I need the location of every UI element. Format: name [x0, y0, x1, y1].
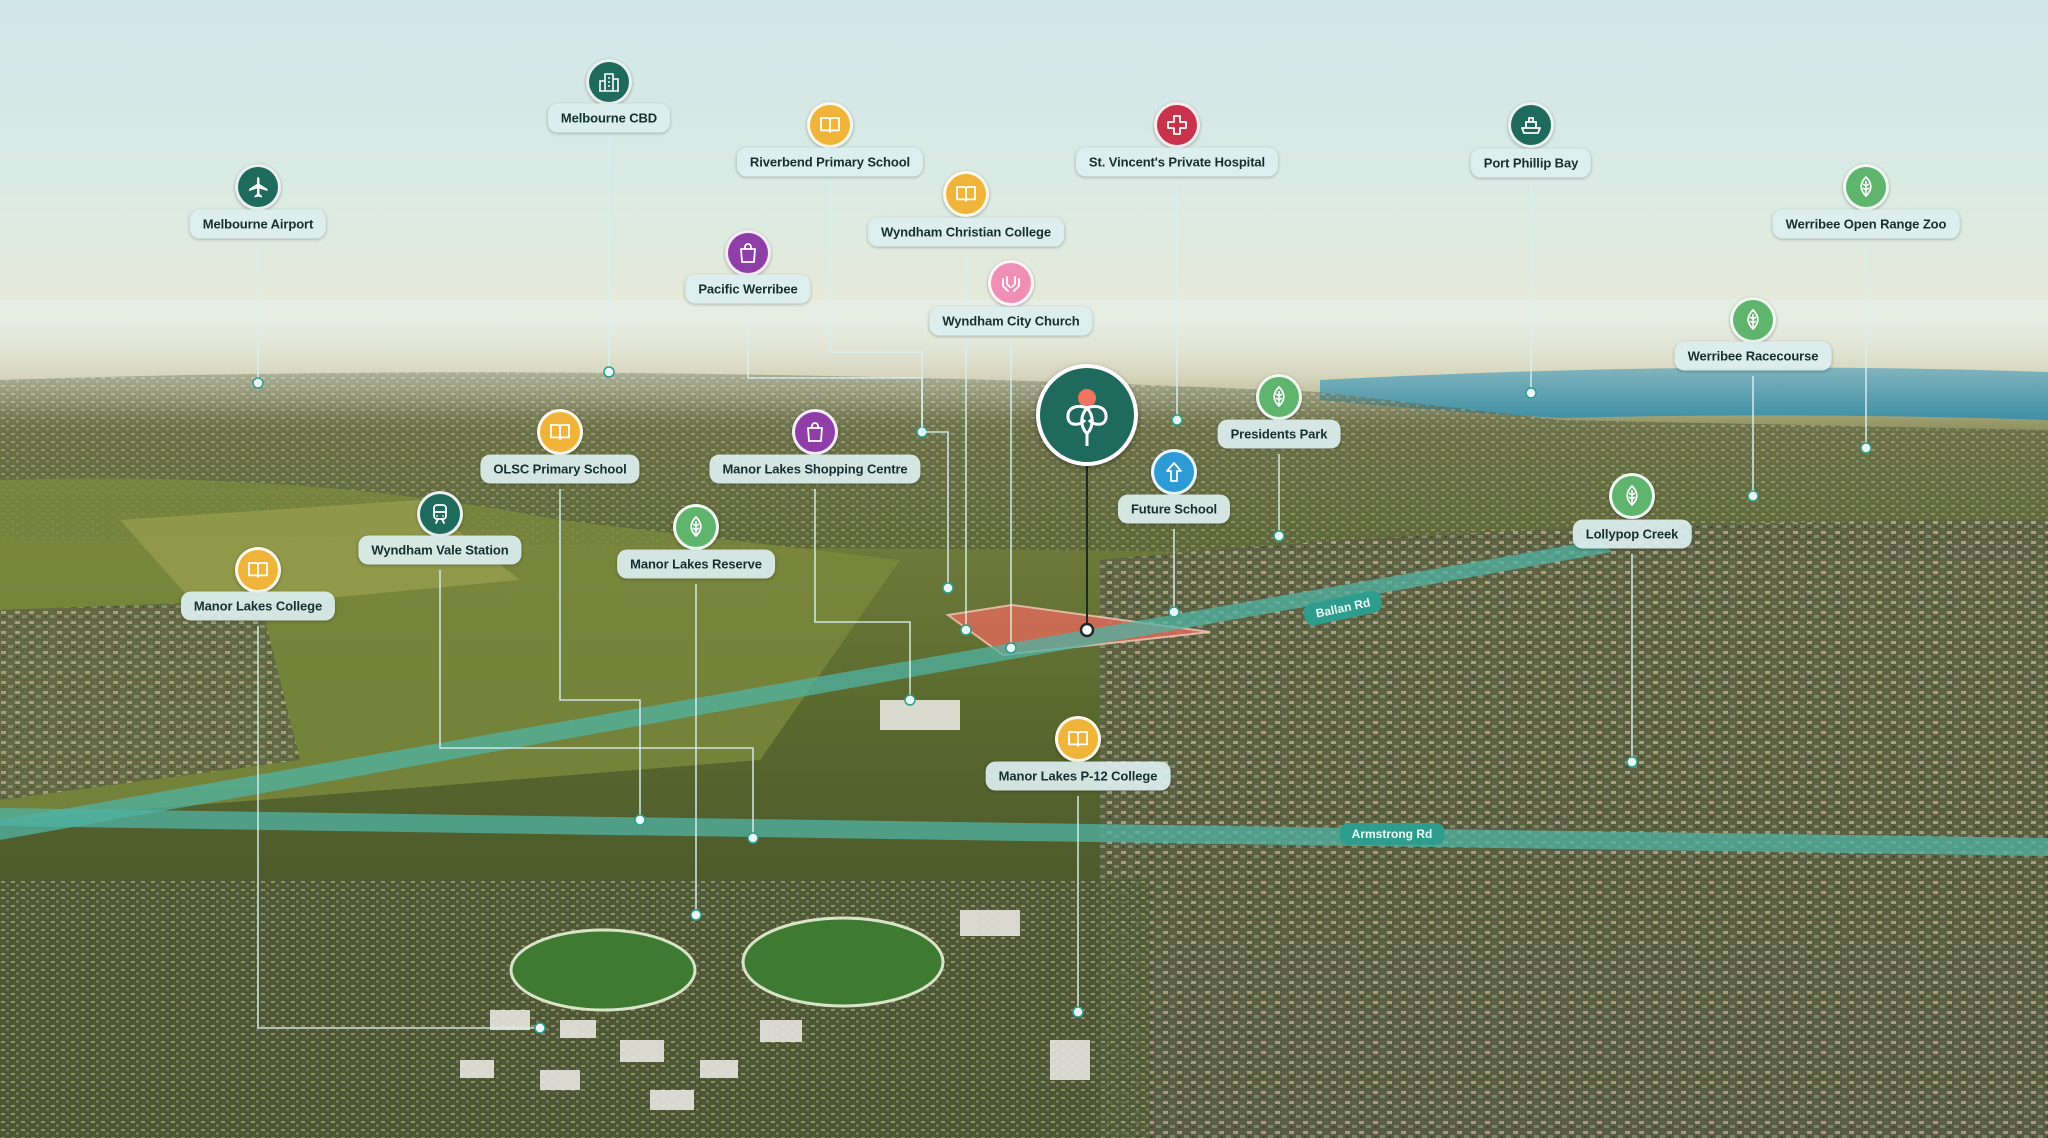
wyndham-christian-location-dot[interactable]	[960, 624, 972, 636]
manor-lakes-shopping-location-dot[interactable]	[904, 694, 916, 706]
lollypop-creek-location-dot[interactable]	[1626, 756, 1638, 768]
manor-lakes-reserve-location-dot[interactable]	[690, 909, 702, 921]
book-icon[interactable]	[537, 409, 583, 455]
manor-lakes-p12-location-dot[interactable]	[1072, 1006, 1084, 1018]
train-icon[interactable]	[417, 491, 463, 537]
presidents-park-location-dot[interactable]	[1273, 530, 1285, 542]
werribee-racecourse-label[interactable]: Werribee Racecourse	[1674, 341, 1832, 371]
melbourne-airport-location-dot[interactable]	[252, 377, 264, 389]
manor-lakes-shopping-label[interactable]: Manor Lakes Shopping Centre	[709, 454, 921, 484]
lollypop-creek-label[interactable]: Lollypop Creek	[1572, 519, 1692, 549]
olsc-primary-connector-line	[559, 489, 641, 820]
olsc-primary-label[interactable]: OLSC Primary School	[480, 454, 640, 484]
development-site-logo-icon[interactable]	[1036, 364, 1138, 466]
presidents-park-label[interactable]: Presidents Park	[1217, 419, 1341, 449]
manor-lakes-college-location-dot[interactable]	[534, 1022, 546, 1034]
manor-lakes-shopping-connector-line	[814, 489, 911, 700]
leaf-icon[interactable]	[1609, 473, 1655, 519]
manor-lakes-college-connector-line	[257, 626, 540, 1029]
future-school-label[interactable]: Future School	[1117, 494, 1231, 524]
future-school-location-dot[interactable]	[1168, 606, 1180, 618]
leaf-icon[interactable]	[673, 504, 719, 550]
pacific-werribee-location-dot[interactable]	[942, 582, 954, 594]
shopping-bag-icon[interactable]	[792, 409, 838, 455]
riverbend-primary-label[interactable]: Riverbend Primary School	[736, 147, 924, 177]
book-icon[interactable]	[235, 547, 281, 593]
site-pin-dot[interactable]	[1079, 622, 1095, 638]
airplane-icon[interactable]	[235, 164, 281, 210]
werribee-zoo-location-dot[interactable]	[1860, 442, 1872, 454]
melbourne-cbd-label[interactable]: Melbourne CBD	[547, 103, 671, 133]
werribee-racecourse-location-dot[interactable]	[1747, 490, 1759, 502]
medical-cross-icon[interactable]	[1154, 102, 1200, 148]
wyndham-city-church-label[interactable]: Wyndham City Church	[929, 306, 1093, 336]
city-buildings-icon[interactable]	[586, 59, 632, 105]
st-vincents-location-dot[interactable]	[1171, 414, 1183, 426]
manor-lakes-p12-label[interactable]: Manor Lakes P-12 College	[985, 761, 1171, 791]
wyndham-vale-station-label[interactable]: Wyndham Vale Station	[358, 535, 522, 565]
shopping-bag-icon[interactable]	[725, 230, 771, 276]
armstrong-rd-road-label: Armstrong Rd	[1339, 823, 1445, 845]
manor-lakes-reserve-label[interactable]: Manor Lakes Reserve	[617, 549, 775, 579]
wyndham-vale-station-location-dot[interactable]	[747, 832, 759, 844]
leaf-icon[interactable]	[1256, 374, 1302, 420]
leaf-icon[interactable]	[1730, 297, 1776, 343]
pacific-werribee-connector-line	[747, 309, 949, 588]
ship-icon[interactable]	[1508, 102, 1554, 148]
book-icon[interactable]	[943, 171, 989, 217]
port-phillip-bay-location-dot[interactable]	[1525, 387, 1537, 399]
wyndham-city-church-location-dot[interactable]	[1005, 642, 1017, 654]
st-vincents-label[interactable]: St. Vincent's Private Hospital	[1075, 147, 1279, 177]
olsc-primary-location-dot[interactable]	[634, 814, 646, 826]
wyndham-christian-label[interactable]: Wyndham Christian College	[868, 217, 1064, 247]
leaf-icon[interactable]	[1843, 164, 1889, 210]
port-phillip-bay-label[interactable]: Port Phillip Bay	[1470, 148, 1592, 178]
arrow-up-icon[interactable]	[1151, 449, 1197, 495]
book-icon[interactable]	[807, 102, 853, 148]
pacific-werribee-label[interactable]: Pacific Werribee	[685, 274, 811, 304]
hands-icon[interactable]	[988, 260, 1034, 306]
melbourne-cbd-location-dot[interactable]	[603, 366, 615, 378]
werribee-zoo-label[interactable]: Werribee Open Range Zoo	[1772, 209, 1960, 239]
book-icon[interactable]	[1055, 716, 1101, 762]
wyndham-vale-station-connector-line	[439, 570, 754, 838]
manor-lakes-college-label[interactable]: Manor Lakes College	[180, 591, 336, 621]
melbourne-airport-label[interactable]: Melbourne Airport	[189, 209, 327, 239]
tree-logo-icon	[1047, 375, 1127, 455]
